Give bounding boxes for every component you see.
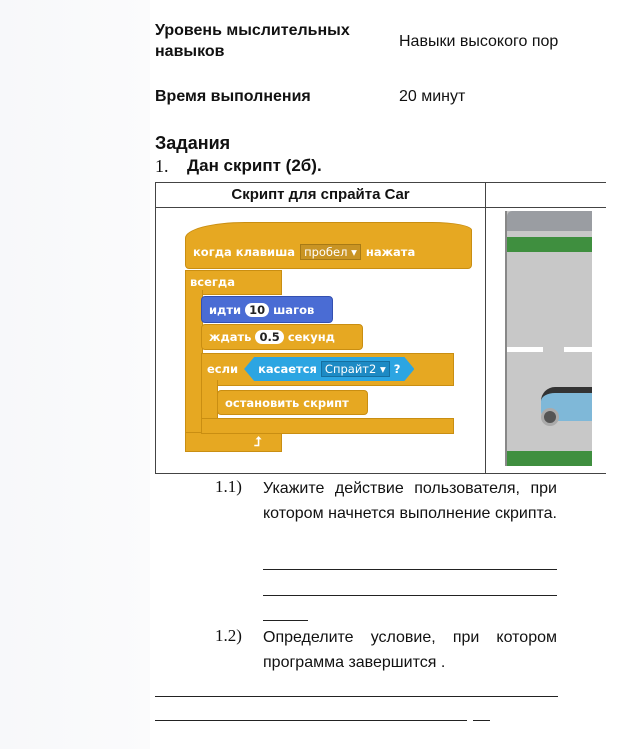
q1-number: 1.1): [215, 477, 242, 496]
stop-script-block: остановить скрипт: [217, 390, 368, 415]
background-app-area: [0, 0, 150, 749]
q2-text: Определите условие, при котором программ…: [263, 629, 557, 671]
time-label: Время выполнения: [155, 88, 311, 105]
answer-line: [263, 595, 557, 596]
wait-input[interactable]: 0.5: [255, 330, 284, 344]
table-header-script: Скрипт для спрайта Car: [231, 186, 410, 203]
script-table: Скрипт для спрайта Car: [155, 182, 606, 474]
task1-number: 1.: [155, 156, 169, 176]
tasks-heading: Задания: [155, 133, 231, 153]
touching-block: касается Спрайт2 ▾ ?: [244, 357, 414, 381]
when-key-pressed-block: когда клавиша пробел ▾ нажата: [193, 244, 416, 260]
q1-text: Укажите действие пользователя, при котор…: [263, 480, 557, 522]
answer-line: [263, 569, 557, 570]
answer-line: [155, 696, 558, 697]
answer-line: [155, 720, 467, 721]
if-block: если касается Спрайт2 ▾ ?: [202, 356, 414, 382]
thinking-level-value: Навыки высокого пор: [399, 33, 559, 50]
sprite-dropdown[interactable]: Спрайт2 ▾: [321, 361, 390, 377]
thinking-level-label: Уровень мыслительных навыков: [155, 22, 350, 60]
forever-block: всегда: [190, 275, 235, 289]
key-dropdown[interactable]: пробел ▾: [300, 244, 361, 260]
task1-title: Дан скрипт (2б).: [187, 156, 322, 175]
loop-arrow-icon: ⮥: [254, 434, 262, 449]
stage-preview: [505, 211, 592, 466]
answer-line: [473, 720, 490, 721]
answer-line: [263, 620, 308, 621]
steps-input[interactable]: 10: [245, 302, 270, 317]
q2-number: 1.2): [215, 626, 242, 645]
time-value: 20 минут: [399, 88, 466, 105]
